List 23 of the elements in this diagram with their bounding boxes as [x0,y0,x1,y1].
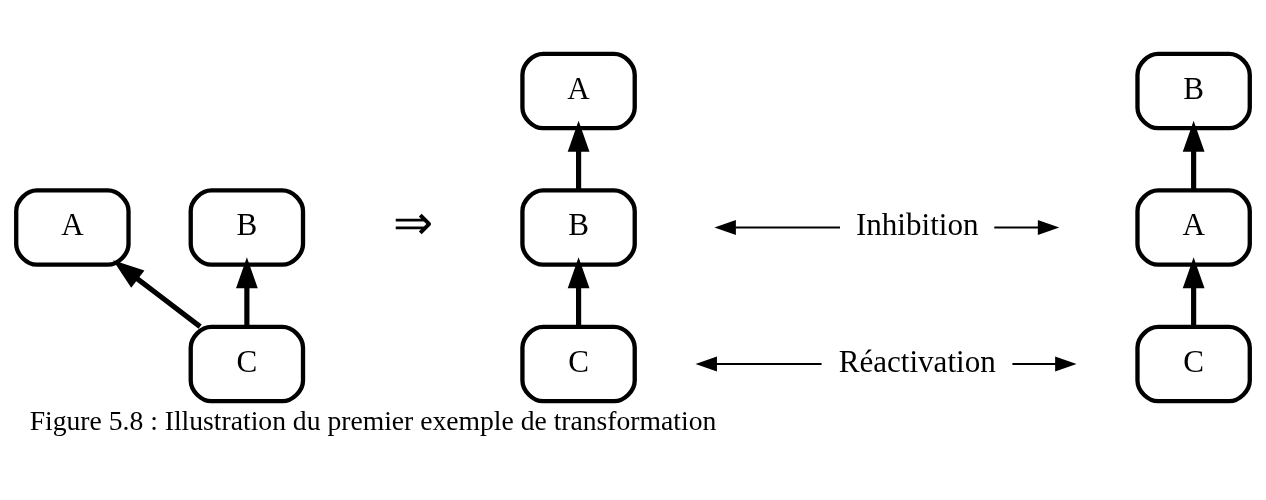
node-box: A [1135,188,1252,267]
node-text: Réactivation [838,343,996,379]
caption: Figure 5.8 : Illustration du premier exemple de transformation [29,405,717,437]
arrow [113,260,202,329]
arrow [567,257,590,327]
node-box: A [14,188,131,267]
arrow [1182,257,1205,327]
label: ⇒ [392,196,433,250]
arrow [994,220,1060,236]
arrow [695,356,822,372]
node-box: B [1135,51,1252,131]
node-box: C [1135,324,1252,404]
arrow [235,257,258,327]
node-box: C [188,324,306,404]
node-box: B [188,188,306,267]
arrow [1182,120,1205,191]
arrow [567,120,590,191]
node-box: C [520,324,637,404]
arrow [714,220,840,236]
node-box: A [520,51,637,131]
node-text: Inhibition [855,207,979,243]
node-box: B [520,188,637,267]
arrow [1012,356,1077,372]
